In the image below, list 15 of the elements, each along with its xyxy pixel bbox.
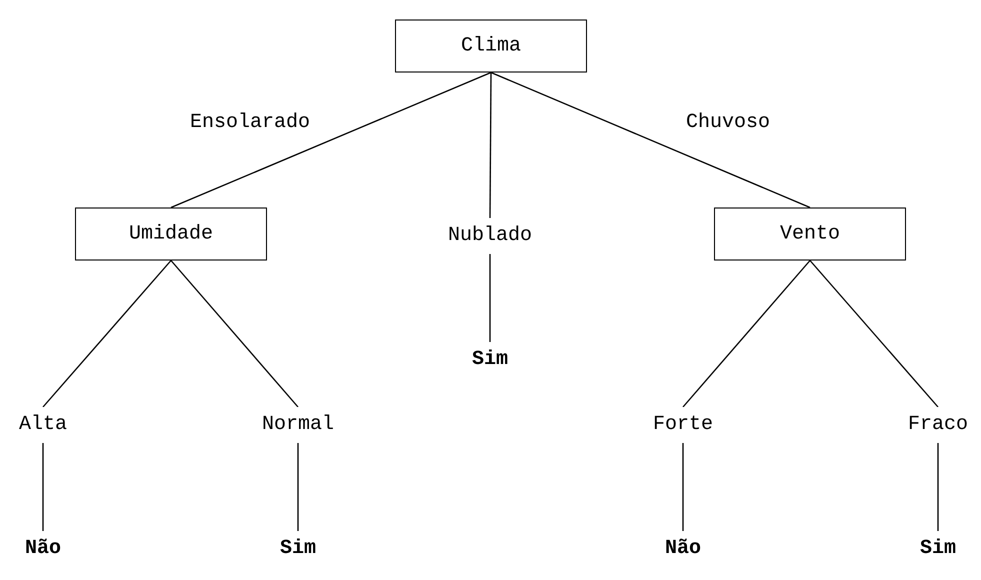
decision-node: Vento xyxy=(714,208,906,260)
tree-branch-line xyxy=(42,260,172,408)
tree-branch-line xyxy=(170,260,298,408)
decision-node: Clima xyxy=(395,20,587,72)
decision-node: Umidade xyxy=(75,208,267,260)
tree-branch-line xyxy=(682,260,810,408)
tree-branch-line xyxy=(682,443,684,531)
tree-branch-line xyxy=(170,72,492,208)
tree-branch-line xyxy=(297,443,299,531)
tree-branch-line xyxy=(937,443,939,531)
tree-branch-line xyxy=(489,254,491,342)
tree-branch-line xyxy=(42,443,44,531)
tree-branch-line xyxy=(810,260,938,408)
tree-branch-line xyxy=(490,72,810,208)
tree-branch-line xyxy=(489,72,492,218)
